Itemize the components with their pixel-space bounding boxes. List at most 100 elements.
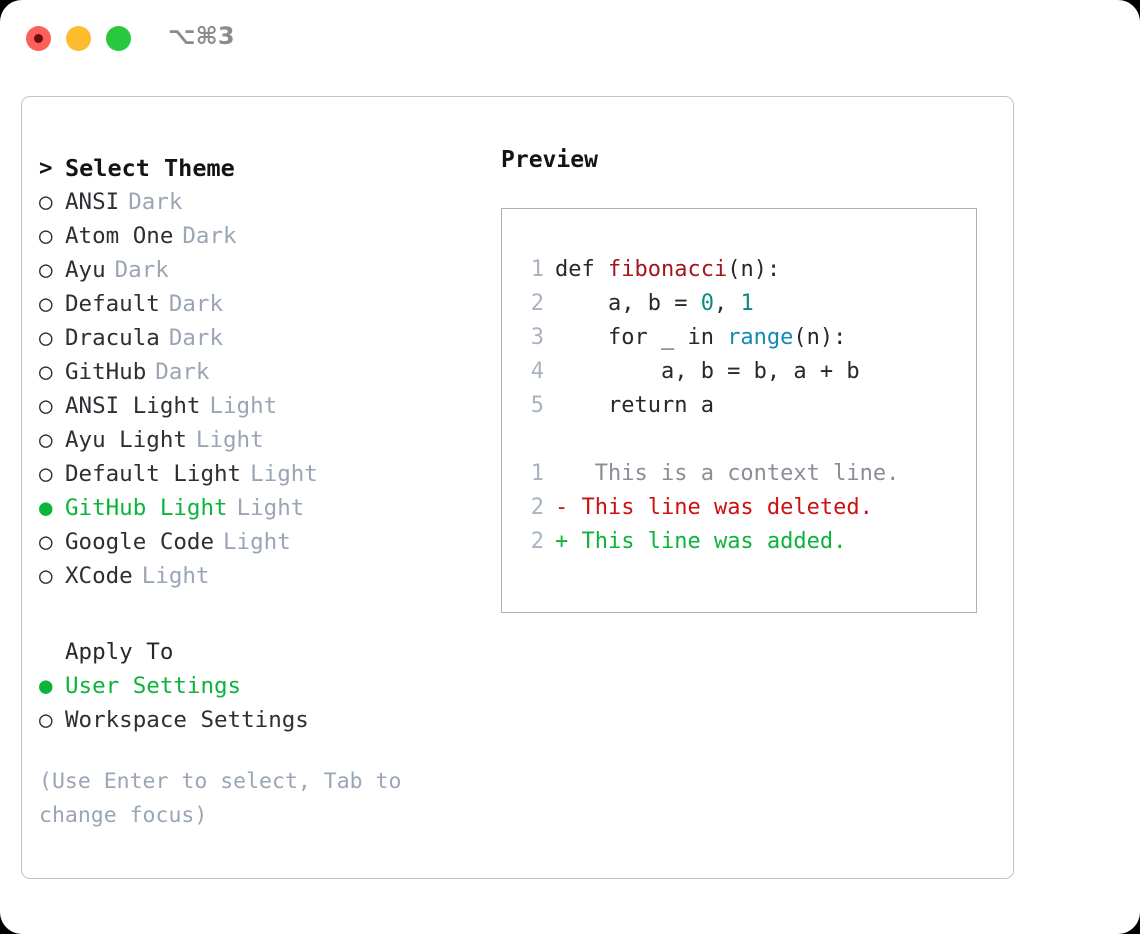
keyboard-shortcut-label: ⌥⌘3 bbox=[168, 22, 235, 50]
code-token: def bbox=[555, 257, 608, 282]
theme-item-label: Ayu Light bbox=[65, 427, 187, 453]
minimize-button[interactable] bbox=[66, 26, 91, 51]
diff-text: This line was added. bbox=[568, 529, 847, 554]
code-token-function: fibonacci bbox=[607, 257, 728, 282]
radio-on-icon[interactable]: ● bbox=[39, 673, 53, 699]
radio-on-icon[interactable]: ● bbox=[39, 495, 53, 521]
diff-marker: + bbox=[555, 529, 569, 554]
theme-item-label: XCode bbox=[65, 563, 133, 589]
apply-to-item-user-settings[interactable]: ● User Settings bbox=[39, 669, 479, 703]
select-theme-header-label: Select Theme bbox=[65, 154, 235, 182]
radio-off-icon[interactable]: ○ bbox=[39, 427, 53, 453]
diff-line-context: 1 This is a context line. bbox=[514, 457, 976, 491]
theme-item-atom-one[interactable]: ○ Atom One Dark bbox=[39, 219, 479, 253]
theme-item-ayu-light[interactable]: ○ Ayu Light Light bbox=[39, 423, 479, 457]
line-number: 3 bbox=[530, 325, 544, 350]
code-content: return a bbox=[555, 393, 714, 418]
code-content: a, b = 0, 1 bbox=[555, 287, 754, 321]
radio-off-icon[interactable]: ○ bbox=[39, 707, 53, 733]
theme-item-tag: Dark bbox=[168, 291, 224, 317]
line-number: 2 bbox=[530, 529, 544, 554]
code-content: def fibonacci(n): bbox=[555, 253, 780, 287]
theme-item-xcode[interactable]: ○ XCode Light bbox=[39, 559, 479, 593]
code-content: a, b = b, a + b bbox=[555, 359, 860, 384]
theme-item-default[interactable]: ○ Default Dark bbox=[39, 287, 479, 321]
theme-item-label: GitHub bbox=[65, 359, 147, 385]
radio-off-icon[interactable]: ○ bbox=[39, 325, 53, 351]
line-number: 1 bbox=[530, 257, 544, 282]
theme-item-tag: Light bbox=[209, 393, 278, 419]
radio-off-icon[interactable]: ○ bbox=[39, 529, 53, 555]
apply-to-header: ○Apply To bbox=[39, 635, 479, 669]
theme-item-default-light[interactable]: ○ Default Light Light bbox=[39, 457, 479, 491]
code-token-number: 0 bbox=[700, 291, 714, 316]
theme-item-label: GitHub Light bbox=[65, 495, 228, 521]
title-bar: ⌥⌘3 bbox=[0, 0, 1140, 76]
maximize-button[interactable] bbox=[106, 26, 131, 51]
theme-item-tag: Light bbox=[236, 495, 305, 521]
theme-item-label: Google Code bbox=[65, 529, 215, 555]
radio-off-icon[interactable]: ○ bbox=[39, 393, 53, 419]
diff-line-deleted: 2- This line was deleted. bbox=[514, 491, 976, 525]
select-theme-header: > Select Theme bbox=[39, 151, 479, 185]
code-line: 4 a, b = b, a + b bbox=[514, 355, 976, 389]
code-line: 5 return a bbox=[514, 389, 976, 423]
keyboard-hint-text: (Use Enter to select, Tab to change focu… bbox=[39, 769, 415, 828]
theme-item-tag: Light bbox=[195, 427, 264, 453]
line-number: 5 bbox=[530, 393, 544, 418]
window-controls bbox=[26, 26, 131, 51]
diff-marker bbox=[555, 457, 568, 491]
code-token: a, b = bbox=[555, 291, 701, 316]
theme-item-ansi-light[interactable]: ○ ANSI Light Light bbox=[39, 389, 479, 423]
code-token: (n): bbox=[727, 257, 781, 282]
theme-item-github-light[interactable]: ● GitHub Light Light bbox=[39, 491, 479, 525]
theme-item-label: Atom One bbox=[65, 223, 174, 249]
code-token-number: 1 bbox=[740, 291, 754, 316]
theme-item-tag: Light bbox=[250, 461, 318, 487]
radio-off-icon[interactable]: ○ bbox=[39, 189, 53, 215]
diff-marker: - bbox=[555, 495, 569, 520]
radio-off-icon[interactable]: ○ bbox=[39, 359, 53, 385]
apply-to-item-label: Workspace Settings bbox=[65, 707, 309, 733]
theme-item-label: ANSI bbox=[65, 189, 120, 215]
code-token: , bbox=[713, 291, 741, 316]
line-number: 4 bbox=[530, 359, 544, 384]
radio-off-icon[interactable]: ○ bbox=[39, 257, 53, 283]
radio-off-icon[interactable]: ○ bbox=[39, 563, 53, 589]
theme-item-tag: Dark bbox=[155, 359, 210, 385]
diff-spacer bbox=[514, 423, 976, 457]
theme-item-tag: Light bbox=[141, 563, 210, 589]
code-line: 1 def fibonacci(n): bbox=[514, 253, 976, 287]
line-number: 2 bbox=[530, 291, 544, 316]
line-number: 1 bbox=[530, 461, 544, 486]
theme-item-label: Default Light bbox=[65, 461, 242, 487]
code-line: 2 a, b = 0, 1 bbox=[514, 287, 976, 321]
radio-off-icon[interactable]: ○ bbox=[39, 291, 53, 317]
theme-item-label: Default bbox=[65, 291, 160, 317]
theme-item-label: Dracula bbox=[65, 325, 160, 351]
close-button[interactable] bbox=[26, 26, 51, 51]
theme-item-github[interactable]: ○ GitHub Dark bbox=[39, 355, 479, 389]
apply-to-header-label: Apply To bbox=[65, 639, 174, 665]
diff-text: This line was deleted. bbox=[568, 495, 873, 520]
apply-to-item-workspace-settings[interactable]: ○ Workspace Settings bbox=[39, 703, 479, 737]
radio-off-icon[interactable]: ○ bbox=[39, 223, 53, 249]
code-token: (n): bbox=[793, 325, 847, 350]
code-content: for _ in range(n): bbox=[555, 321, 846, 355]
cursor-icon: > bbox=[39, 155, 53, 181]
radio-off-icon[interactable]: ○ bbox=[39, 461, 53, 487]
code-token: for _ in bbox=[555, 325, 728, 350]
apply-to-item-label: User Settings bbox=[65, 673, 242, 699]
theme-item-label: ANSI Light bbox=[65, 393, 201, 419]
theme-item-tag: Dark bbox=[182, 223, 237, 249]
code-token-call: range bbox=[727, 325, 794, 350]
